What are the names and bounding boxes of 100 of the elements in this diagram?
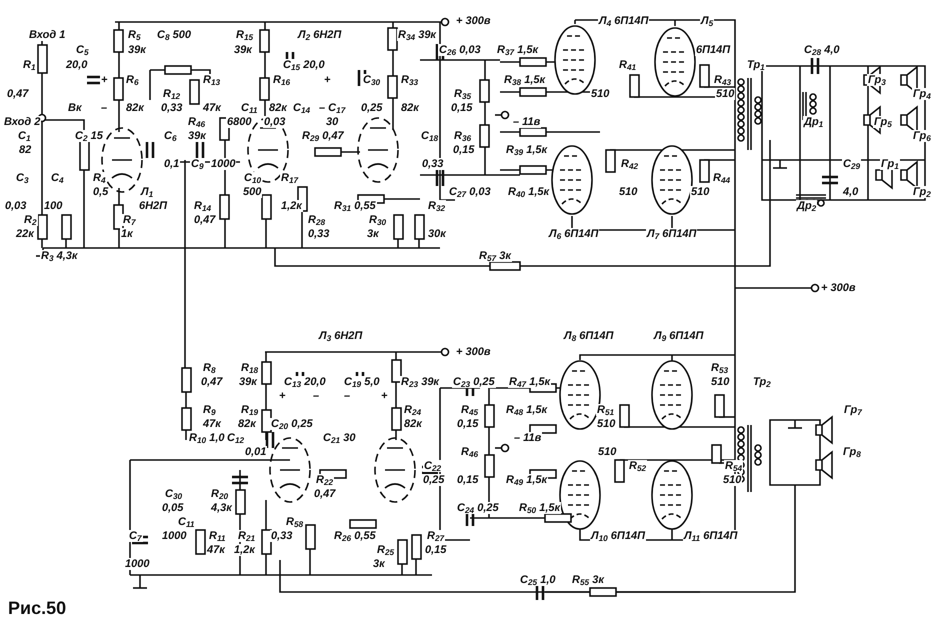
component-label: R$_{49}$ 1,5к (505, 474, 548, 486)
tube-label: Л$_{3}$ 6Н2П (318, 330, 364, 342)
component-value: 510 (590, 88, 610, 100)
component-value: 0,25 (360, 102, 384, 114)
polarity-sign: + (100, 74, 108, 86)
tube-label: Л$_{6}$ 6П14П (548, 228, 600, 240)
component-label: C$_{10}$ (243, 172, 262, 184)
component-label: C$_{18}$ (420, 130, 440, 142)
component-label: C$_{27}$ 0,03 (448, 186, 492, 198)
component-value: 0,33 (307, 228, 330, 240)
component-label: R$_{50}$ 1,5к (518, 502, 562, 514)
component-label: C$_{20}$ 0,25 (270, 418, 314, 430)
component-label: R$_{17}$ (280, 172, 300, 184)
component-label: C$_{30}$ (362, 74, 382, 86)
component-label: R$_{18}$ (240, 362, 260, 374)
tube-label: Л$_{7}$ 6П14П (646, 228, 698, 240)
component-value: 510 (618, 186, 638, 198)
component-label: R$_{39}$ 1,5к (505, 144, 548, 156)
component-label: C$_{23}$ 0,25 (452, 376, 496, 388)
component-value: 4,3к (210, 502, 233, 514)
component-label: R$_{26}$ 0,55 (333, 530, 377, 542)
component-value: 0,15 (456, 418, 480, 430)
component-label: C$_{3}$ (15, 172, 30, 184)
component-value: 39к (127, 44, 147, 56)
component-value: 510 (596, 418, 616, 430)
component-value: 0,15 (456, 474, 480, 486)
component-label: R$_{1}$ (22, 59, 37, 71)
component-value: 47к (202, 418, 222, 430)
component-value: 82к (237, 418, 257, 430)
component-value: 0,25 (422, 474, 446, 486)
component-label: R$_{33}$ (400, 74, 420, 86)
speaker-label: Гр$_{8}$ (842, 446, 862, 458)
component-value: 510 (710, 376, 730, 388)
voltage-label: – 11в (513, 432, 542, 444)
component-value: 47к (206, 544, 226, 556)
component-value: 0,01 (244, 446, 268, 458)
component-label: C$_{12}$ (226, 432, 246, 444)
component-value: 82 (18, 144, 32, 156)
component-label: R$_{27}$ (426, 530, 446, 542)
component-label: C$_{14}$ (292, 102, 312, 114)
component-value: 39к (187, 130, 207, 142)
component-label: R$_{16}$ (272, 74, 292, 86)
component-label: R$_{28}$ (307, 214, 326, 226)
component-label: C$_{19}$ 5,0 (343, 376, 380, 388)
component-label: C$_{29}$ (842, 158, 862, 170)
component-value: 1000 (161, 530, 188, 542)
component-value: 82к (268, 102, 288, 114)
component-value: 22к (15, 228, 35, 240)
component-value: 0,15 (450, 102, 474, 114)
component-label: R$_{2}$ (23, 214, 38, 226)
component-value: 1,2к (233, 544, 256, 556)
tube-label: Л$_{1}$ (140, 186, 154, 198)
component-value: 0,1 (163, 158, 180, 170)
component-label: R$_{3}$ 4,3к (40, 250, 78, 262)
component-label: R$_{40}$ 1,5к (507, 186, 550, 198)
component-label: R$_{14}$ (193, 200, 212, 212)
component-label: R$_{32}$ (427, 200, 446, 212)
component-value: 0,03 (4, 200, 28, 212)
choke-label: Др$_{1}$ (803, 116, 824, 128)
component-value: 100 (43, 200, 64, 212)
component-label: R$_{55}$ 3к (571, 574, 605, 586)
component-label: C$_{11}$ (177, 516, 196, 528)
component-value: 510 (690, 186, 710, 198)
input-label: Вход 1 (28, 29, 66, 41)
component-value: 82к (125, 102, 145, 114)
component-label: R$_{47}$ 1,5к (508, 376, 552, 388)
component-label: R$_{52}$ (628, 460, 648, 472)
component-value: 0,47 (200, 376, 224, 388)
component-label: – C$_{17}$ (318, 102, 346, 114)
component-value: 0,33 (270, 530, 294, 542)
component-label: R$_{4}$ (92, 172, 107, 184)
component-value: 0,15 (452, 144, 476, 156)
component-label: R$_{22}$ (315, 474, 334, 486)
component-value: 1000 (210, 158, 236, 170)
component-value: 3к (366, 228, 380, 240)
speaker-label: Гр$_{4}$ (912, 88, 932, 100)
component-label: C$_{2}$ 15 (74, 130, 104, 142)
component-label: C$_{28}$ 4,0 (803, 44, 840, 56)
component-value: 500 (242, 186, 262, 198)
component-label: C$_{6}$ (163, 130, 178, 142)
component-label: R$_{46}$ (460, 446, 480, 458)
component-value: 4,0 (842, 186, 860, 198)
component-label: R$_{10}$ 1,0 (188, 432, 226, 444)
component-value: 0,15 (424, 544, 448, 556)
tube-type: 6П14П (695, 44, 732, 56)
component-label: R$_{42}$ (620, 158, 640, 170)
component-value: 510 (597, 446, 618, 458)
component-label: R$_{21}$ (237, 530, 256, 542)
component-value: 0,33 (421, 158, 444, 170)
component-label: C$_{22}$ (423, 460, 442, 472)
transformer-label: Тр$_{1}$ (746, 59, 766, 71)
component-value: 39к (233, 44, 253, 56)
component-value: 510 (722, 474, 742, 486)
component-label: C$_{24}$ 0,25 (456, 502, 500, 514)
component-label: C$_{9}$ (190, 158, 205, 170)
tube-label: Л$_{10}$ 6П14П (590, 530, 646, 542)
voltage-label: + 300в (820, 282, 856, 294)
component-label: R$_{15}$ (235, 29, 254, 41)
component-label: R$_{35}$ (453, 88, 472, 100)
component-label: R$_{12}$ (162, 88, 182, 100)
